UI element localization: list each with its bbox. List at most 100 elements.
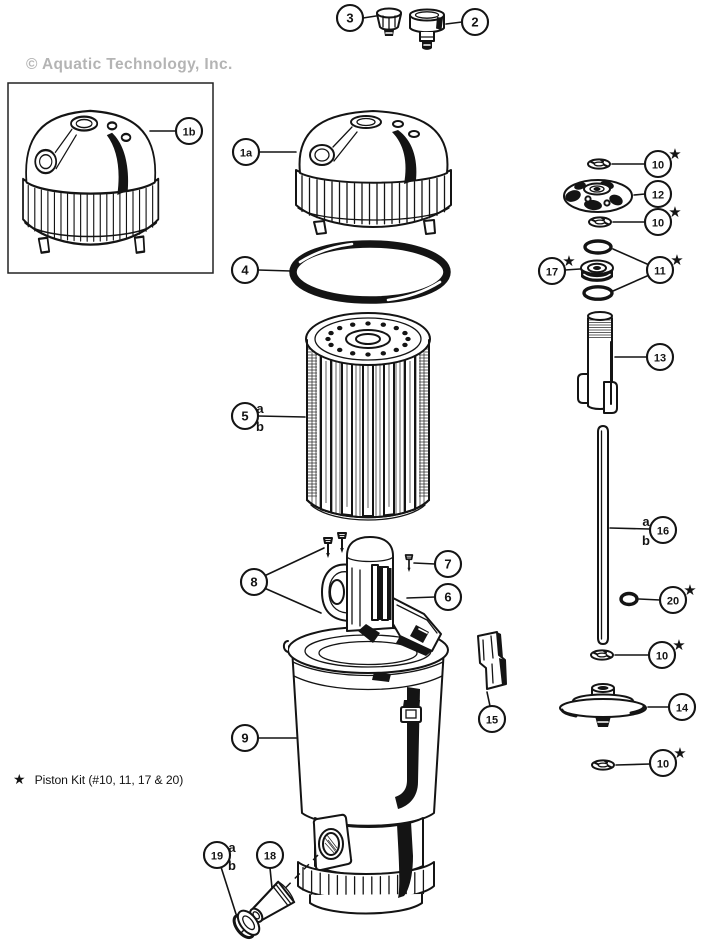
- callout-circle: [648, 748, 678, 778]
- callout-circle: [433, 549, 463, 579]
- callout-circle: [648, 515, 678, 545]
- callout-c2: 2: [445, 7, 490, 37]
- part-9-tank-drawing: [282, 626, 449, 915]
- callout-number: 17: [546, 267, 558, 279]
- star-icon: ★: [562, 252, 575, 270]
- callout-circle: [643, 149, 673, 179]
- callout-c10d: 10 ★: [615, 744, 687, 778]
- cartridge-pleats: [311, 352, 425, 517]
- callout-c15: 15: [477, 691, 507, 734]
- callout-c20: 20 ★: [638, 581, 697, 615]
- part-19-adapter-ring-drawing: [232, 909, 261, 940]
- part-15-latch-drawing: [477, 631, 507, 690]
- part-10-washer-drawing: [587, 158, 611, 170]
- callout-circle: [647, 640, 677, 670]
- callout-number: 5: [241, 409, 248, 424]
- callout-sublabel: b: [256, 419, 264, 434]
- callout-number: 11: [654, 266, 666, 278]
- star-icon: ★: [668, 145, 681, 163]
- part-2-cap-drawing: [409, 8, 445, 50]
- callout-c1b: 1b: [149, 116, 204, 146]
- part-5-cartridge-drawing: [305, 312, 431, 521]
- callout-number: 10: [652, 160, 664, 172]
- callout-c10c: 10★: [614, 636, 686, 670]
- star-icon: ★: [673, 744, 686, 762]
- callout-circle: [230, 401, 260, 431]
- inset-box: [7, 82, 214, 274]
- callout-circle: [230, 255, 260, 285]
- callout-circle: [230, 723, 260, 753]
- star-icon: ★: [683, 581, 696, 599]
- part-10-washer-drawing: [590, 649, 614, 661]
- part-16-shaft-drawing: [597, 425, 609, 645]
- callout-c14: 14: [647, 692, 697, 722]
- callout-number: 8: [250, 575, 257, 590]
- cartridge-top-holes: [325, 321, 411, 357]
- cartridge-right-edge-hatch: [419, 348, 428, 497]
- callout-sublabel: b: [228, 858, 236, 873]
- callout-c13: 13: [614, 342, 675, 372]
- callout-circle: [335, 3, 365, 33]
- callout-circle: [645, 342, 675, 372]
- part-6-manifold-drawing: [321, 536, 442, 656]
- piston-kit-note: ★ Piston Kit (#10, 11, 17 & 20): [13, 772, 183, 788]
- part-11-orings-drawing: [582, 239, 614, 301]
- part-20-oring-drawing: [619, 591, 639, 607]
- part-14-piston-disc-drawing: [559, 683, 647, 727]
- callout-sublabel: a: [642, 514, 650, 529]
- piston-kit-note-text: Piston Kit (#10, 11, 17 & 20): [34, 773, 184, 787]
- callout-number: 7: [444, 557, 451, 572]
- callout-number: 19: [211, 851, 223, 863]
- star-icon: ★: [672, 636, 685, 654]
- part-3-fitting-drawing: [376, 7, 402, 36]
- callout-number: 9: [241, 731, 248, 746]
- callout-c1a: 1a: [231, 137, 297, 167]
- callout-circle: [658, 585, 688, 615]
- callout-number: 20: [667, 596, 679, 608]
- callout-c12: 12: [633, 179, 673, 209]
- part-10-washer-drawing: [591, 759, 615, 771]
- part-12-rotor-drawing: [563, 179, 633, 213]
- callout-number: 1a: [240, 148, 253, 160]
- callout-circle: [645, 255, 675, 285]
- callout-circle: [537, 256, 567, 286]
- callout-number: 15: [486, 715, 498, 727]
- callout-circle: [667, 692, 697, 722]
- part-1b-head-drawing: [21, 109, 160, 254]
- part-1a-head-drawing: [295, 110, 452, 235]
- callout-c19: 19 ab: [202, 840, 237, 915]
- callout-c8: 8: [239, 547, 325, 614]
- callout-circle: [460, 7, 490, 37]
- callout-c16: 16 ab: [609, 514, 678, 548]
- callout-number: 18: [264, 851, 276, 863]
- callout-circle: [433, 582, 463, 612]
- callout-c17: 17 ★: [537, 252, 581, 286]
- callout-circle: [643, 207, 673, 237]
- callout-c9: 9: [230, 723, 297, 753]
- callout-c11: 11★: [612, 248, 684, 292]
- star-icon: ★: [668, 203, 681, 221]
- callout-sublabel: b: [642, 533, 650, 548]
- callout-sublabel: a: [256, 401, 264, 416]
- callout-circle: [202, 840, 232, 870]
- part-8-screws-drawing: [323, 532, 347, 559]
- callout-number: 10: [657, 759, 669, 771]
- callout-number: 16: [657, 526, 669, 538]
- callout-c7: 7: [413, 549, 463, 579]
- callout-sublabel: a: [228, 840, 236, 855]
- callout-number: 6: [444, 590, 451, 605]
- callout-c10b: 10★: [612, 203, 682, 237]
- star-icon: ★: [13, 772, 26, 788]
- callout-circle: [255, 840, 285, 870]
- callout-number: 14: [676, 703, 689, 715]
- callout-number: 13: [654, 353, 666, 365]
- callout-c6: 6: [406, 582, 463, 612]
- part-4-oring-drawing: [289, 240, 451, 304]
- part-10-washer-drawing: [588, 216, 612, 228]
- callout-c18: 18: [255, 840, 285, 889]
- callout-c4: 4: [230, 255, 292, 285]
- callout-circle: [239, 567, 269, 597]
